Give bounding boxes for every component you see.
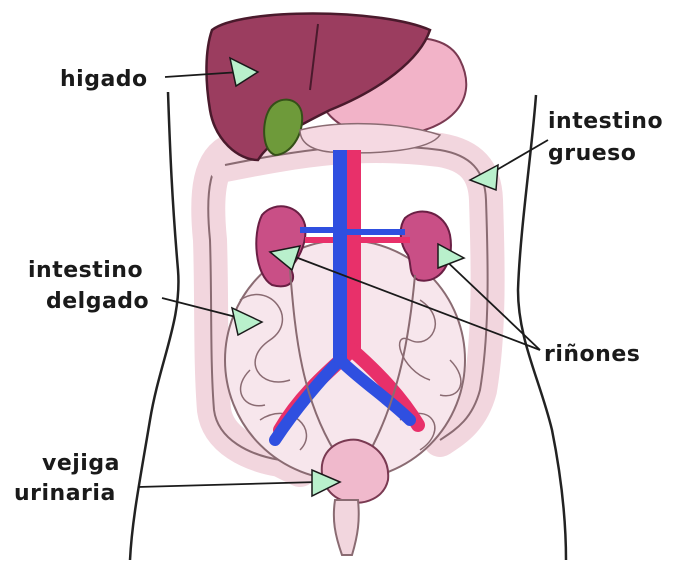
- label-higado: higado: [60, 67, 148, 92]
- label-intestino-grueso-2: grueso: [548, 141, 636, 166]
- label-intestino-delgado-1: intestino: [28, 258, 143, 283]
- rectum: [334, 500, 359, 555]
- label-vejiga-1: vejiga: [42, 451, 120, 476]
- label-intestino-grueso-1: intestino: [548, 109, 663, 134]
- label-intestino-delgado-2: delgado: [46, 289, 149, 314]
- label-vejiga-2: urinaria: [14, 481, 116, 506]
- body-outline-left: [130, 92, 178, 560]
- label-rinones: riñones: [544, 342, 640, 367]
